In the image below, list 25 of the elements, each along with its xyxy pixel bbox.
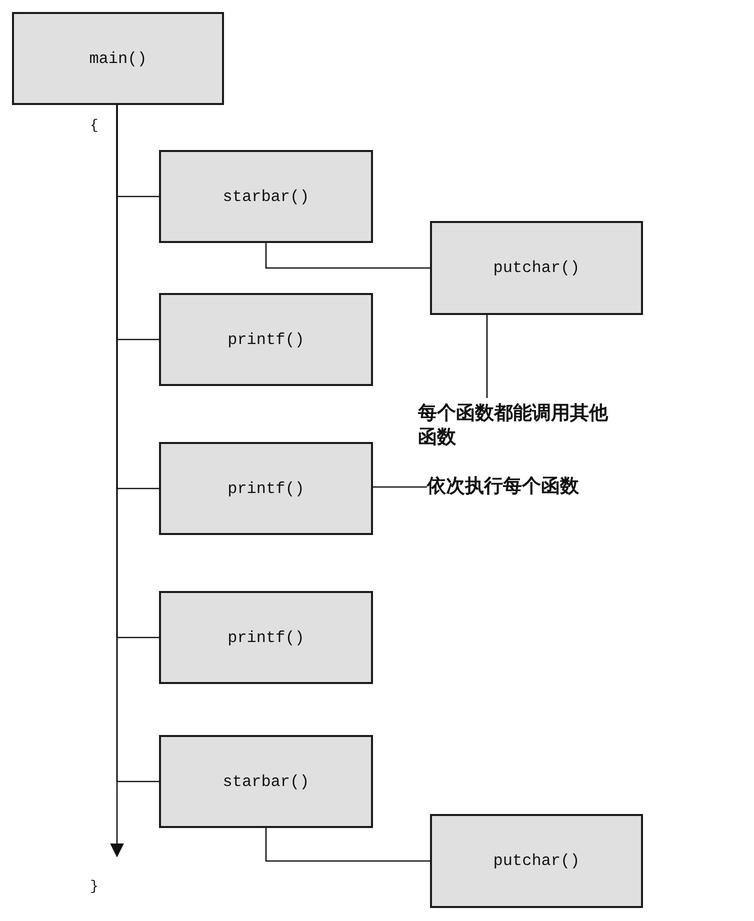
- annotation-text: 依次执行每个函数: [427, 475, 579, 499]
- connector-line: [265, 828, 430, 862]
- code-brace: {: [90, 118, 98, 134]
- function-name: putchar(): [493, 852, 580, 870]
- function-box: [12, 12, 224, 105]
- function-box: [430, 221, 643, 315]
- function-box: [159, 293, 373, 386]
- function-box: [159, 442, 373, 535]
- leader-line: [373, 486, 427, 488]
- function-name: printf(): [228, 330, 304, 348]
- annotation-text: 每个函数都能调用其他函数: [418, 402, 610, 450]
- function-name: starbar(): [222, 772, 310, 790]
- function-name: printf(): [228, 480, 304, 498]
- function-name: main(): [89, 50, 147, 68]
- function-name: starbar(): [222, 188, 310, 206]
- connector-line: [265, 243, 430, 269]
- connector-line: [116, 105, 159, 782]
- function-name: putchar(): [493, 259, 580, 277]
- function-box: [159, 735, 373, 828]
- function-name: printf(): [228, 628, 304, 646]
- function-box: [430, 814, 643, 908]
- function-box: [159, 150, 373, 243]
- function-box: [159, 591, 373, 684]
- code-brace: }: [90, 879, 98, 895]
- leader-line: [486, 315, 488, 398]
